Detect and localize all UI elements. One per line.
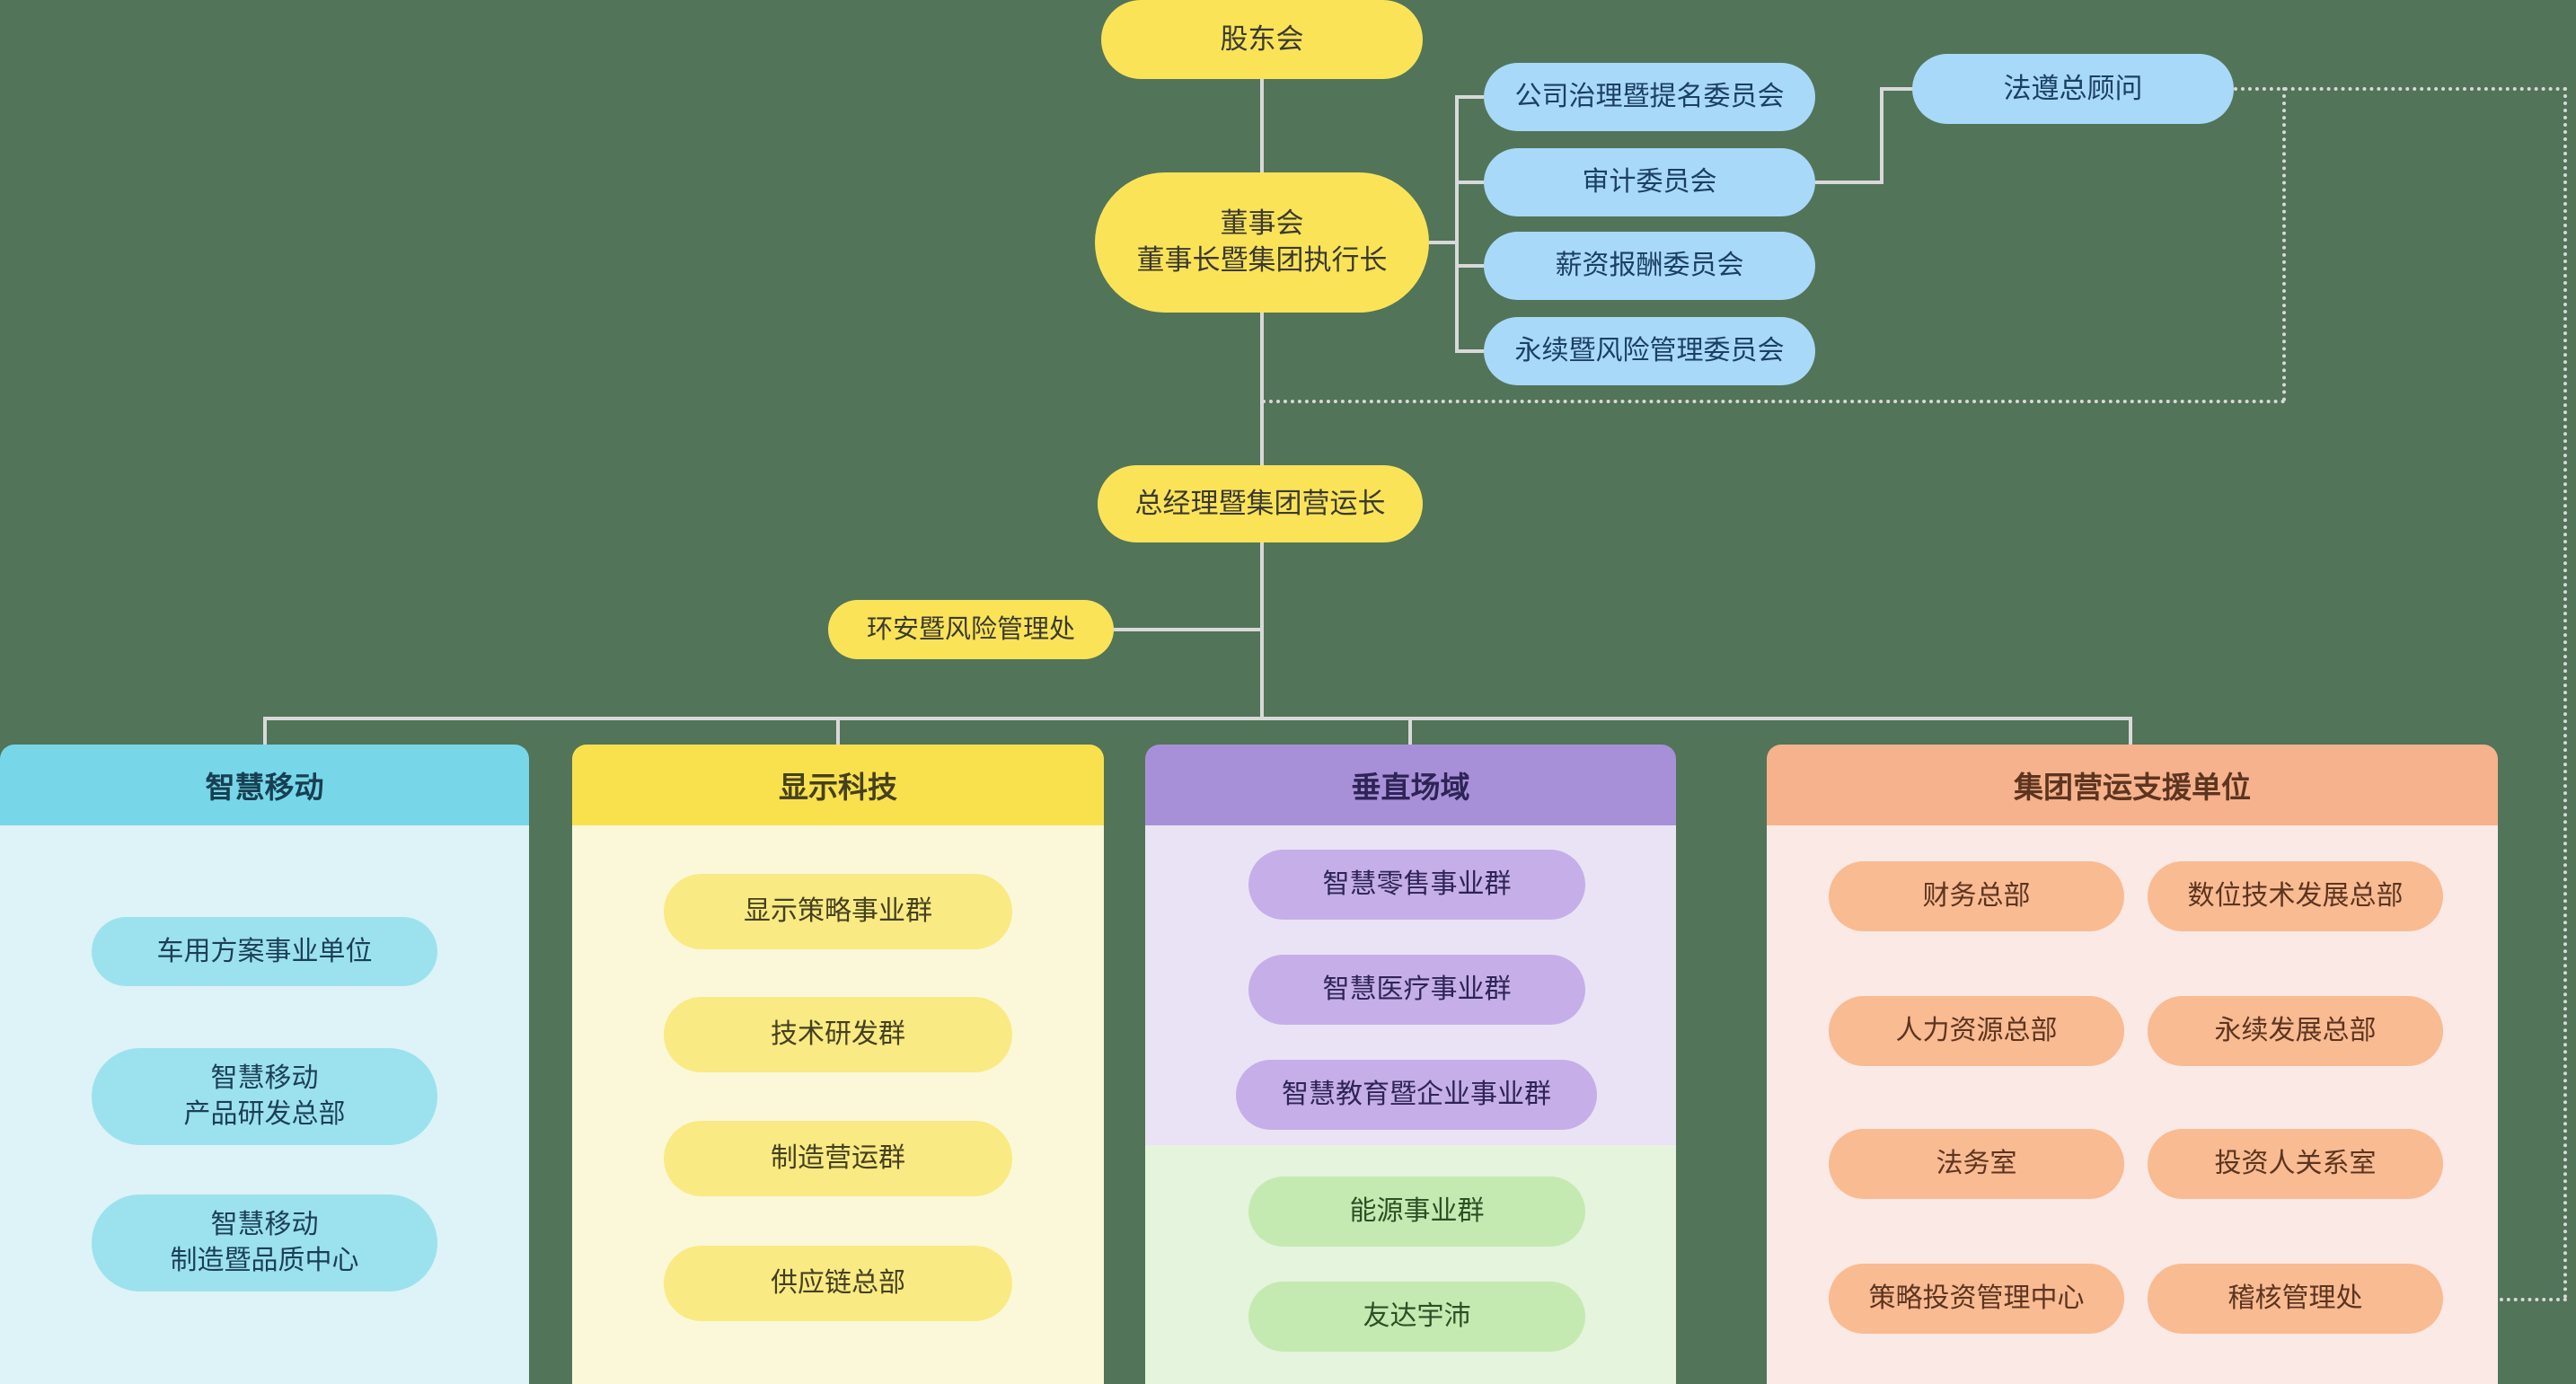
node-sm-mfg-quality-center: 智慧移动 制造暨品质中心 [92,1194,437,1291]
connector-line [1455,264,1484,268]
node-display-strategy-bg: 显示策略事业群 [664,874,1012,949]
node-label: 智慧移动 [210,1063,319,1094]
node-digital-tech-development-hq: 数位技术发展总部 [2148,861,2443,931]
section-vertical-domains: 垂直场域 智慧零售事业群 智慧医疗事业群 智慧教育暨企业事业群 能源事业群 友达… [1145,745,1676,1384]
node-board: 董事会 董事长暨集团执行长 [1095,172,1429,313]
node-vehicle-solutions-bu: 车用方案事业单位 [92,917,437,986]
node-label: 智慧移动 [210,1210,319,1240]
node-shareholders: 股东会 [1101,0,1423,79]
node-smart-edu-enterprise-bg: 智慧教育暨企业事业群 [1236,1060,1597,1130]
node-hr-hq: 人力资源总部 [1829,996,2124,1066]
node-label: 董事会 [1220,207,1304,240]
node-label: 薪资报酬委员会 [1555,251,1744,281]
node-label: 环安暨风险管理处 [866,614,1075,644]
connector-line [263,717,2132,720]
node-label: 制造营运群 [771,1143,905,1174]
node-label: 智慧医疗事业群 [1322,974,1512,1005]
connector-line [1455,95,1484,99]
connector-line [1880,87,1914,91]
connector-line [1429,241,1457,244]
node-label: 永续发展总部 [2214,1016,2377,1046]
node-label: 股东会 [1220,22,1304,55]
dotted-connector-line [2443,1298,2567,1301]
node-smart-medical-bg: 智慧医疗事业群 [1248,955,1585,1025]
node-label: 技术研发群 [771,1019,905,1050]
node-supply-chain-hq: 供应链总部 [664,1246,1012,1321]
node-smart-retail-bg: 智慧零售事业群 [1248,850,1585,920]
node-legal-office: 法务室 [1829,1129,2124,1199]
section-display-technology: 显示科技 显示策略事业群 技术研发群 制造营运群 供应链总部 [572,745,1104,1384]
node-label: 智慧零售事业群 [1322,869,1512,900]
node-auo-envirotech: 友达宇沛 [1248,1282,1585,1352]
node-strategic-investment-center: 策略投资管理中心 [1829,1264,2124,1334]
node-committee-compensation: 薪资报酬委员会 [1484,232,1815,300]
connector-line [1260,542,1264,720]
dotted-connector-line [2563,87,2567,1300]
node-label: 公司治理暨提名委员会 [1514,82,1785,112]
section-title: 显示科技 [779,771,897,804]
node-label: 能源事业群 [1349,1196,1485,1227]
node-committee-sustainability-risk: 永续暨风险管理委员会 [1484,317,1815,385]
node-label: 供应链总部 [771,1268,905,1299]
node-finance-hq: 财务总部 [1829,861,2124,931]
node-tech-rd-group: 技术研发群 [664,997,1012,1072]
node-president-coo: 总经理暨集团营运长 [1098,465,1423,542]
node-investor-relations-office: 投资人关系室 [2148,1129,2443,1199]
dotted-connector-line [2282,87,2286,401]
connector-line [1455,349,1484,353]
node-label: 策略投资管理中心 [1868,1283,2085,1314]
connector-line [1815,181,1883,184]
section-header: 垂直场域 [1145,745,1676,825]
node-label: 智慧教育暨企业事业群 [1282,1080,1551,1110]
node-label: 法务室 [1936,1149,2017,1179]
connector-line [1114,628,1262,631]
section-header: 集团营运支援单位 [1767,745,2498,825]
section-header: 智慧移动 [0,745,529,825]
connector-line [2129,717,2132,746]
node-sustainability-hq: 永续发展总部 [2148,996,2443,1066]
section-header: 显示科技 [572,745,1104,825]
connector-line [1260,79,1264,174]
node-compliance-counsel: 法遵总顾问 [1912,54,2234,124]
connector-line [1455,95,1459,353]
node-label: 产品研发总部 [183,1099,346,1129]
dotted-connector-line [2234,87,2567,91]
node-label: 审计委员会 [1582,167,1717,198]
connector-line [1408,717,1412,746]
connector-line [836,717,840,746]
section-title: 集团营运支援单位 [2014,771,2251,804]
node-label: 数位技术发展总部 [2187,881,2404,912]
node-label: 人力资源总部 [1895,1016,2058,1046]
node-audit-management-office: 稽核管理处 [2148,1264,2443,1334]
connector-line [1455,181,1484,184]
node-committee-governance-nomination: 公司治理暨提名委员会 [1484,63,1815,131]
node-label: 车用方案事业单位 [156,936,373,966]
node-label: 财务总部 [1922,881,2031,912]
node-label: 显示策略事业群 [744,896,932,927]
node-label: 稽核管理处 [2228,1283,2363,1314]
node-ehs-risk-management: 环安暨风险管理处 [828,600,1114,659]
section-title: 垂直场域 [1351,771,1470,804]
section-group-support: 集团营运支援单位 财务总部 数位技术发展总部 人力资源总部 永续发展总部 法务室… [1767,745,2498,1384]
node-label: 永续暨风险管理委员会 [1514,336,1785,366]
node-sm-product-rd-hq: 智慧移动 产品研发总部 [92,1048,437,1145]
node-committee-audit: 审计委员会 [1484,148,1815,216]
node-label: 制造暨品质中心 [170,1246,359,1275]
connector-line [263,717,267,746]
connector-line [1260,313,1264,465]
node-label: 投资人关系室 [2214,1149,2377,1179]
dotted-connector-line [1262,400,2286,403]
section-title: 智慧移动 [205,771,324,804]
node-label: 总经理暨集团营运长 [1134,487,1386,519]
node-energy-bg: 能源事业群 [1248,1177,1585,1247]
node-mfg-operations-group: 制造营运群 [664,1121,1012,1196]
node-label: 友达宇沛 [1363,1301,1471,1332]
node-label: 法遵总顾问 [2003,72,2143,104]
node-label: 董事长暨集团执行长 [1136,244,1388,276]
section-smart-mobility: 智慧移动 车用方案事业单位 智慧移动 产品研发总部 智慧移动 制造暨品质中心 [0,745,529,1384]
connector-line [1880,87,1883,184]
